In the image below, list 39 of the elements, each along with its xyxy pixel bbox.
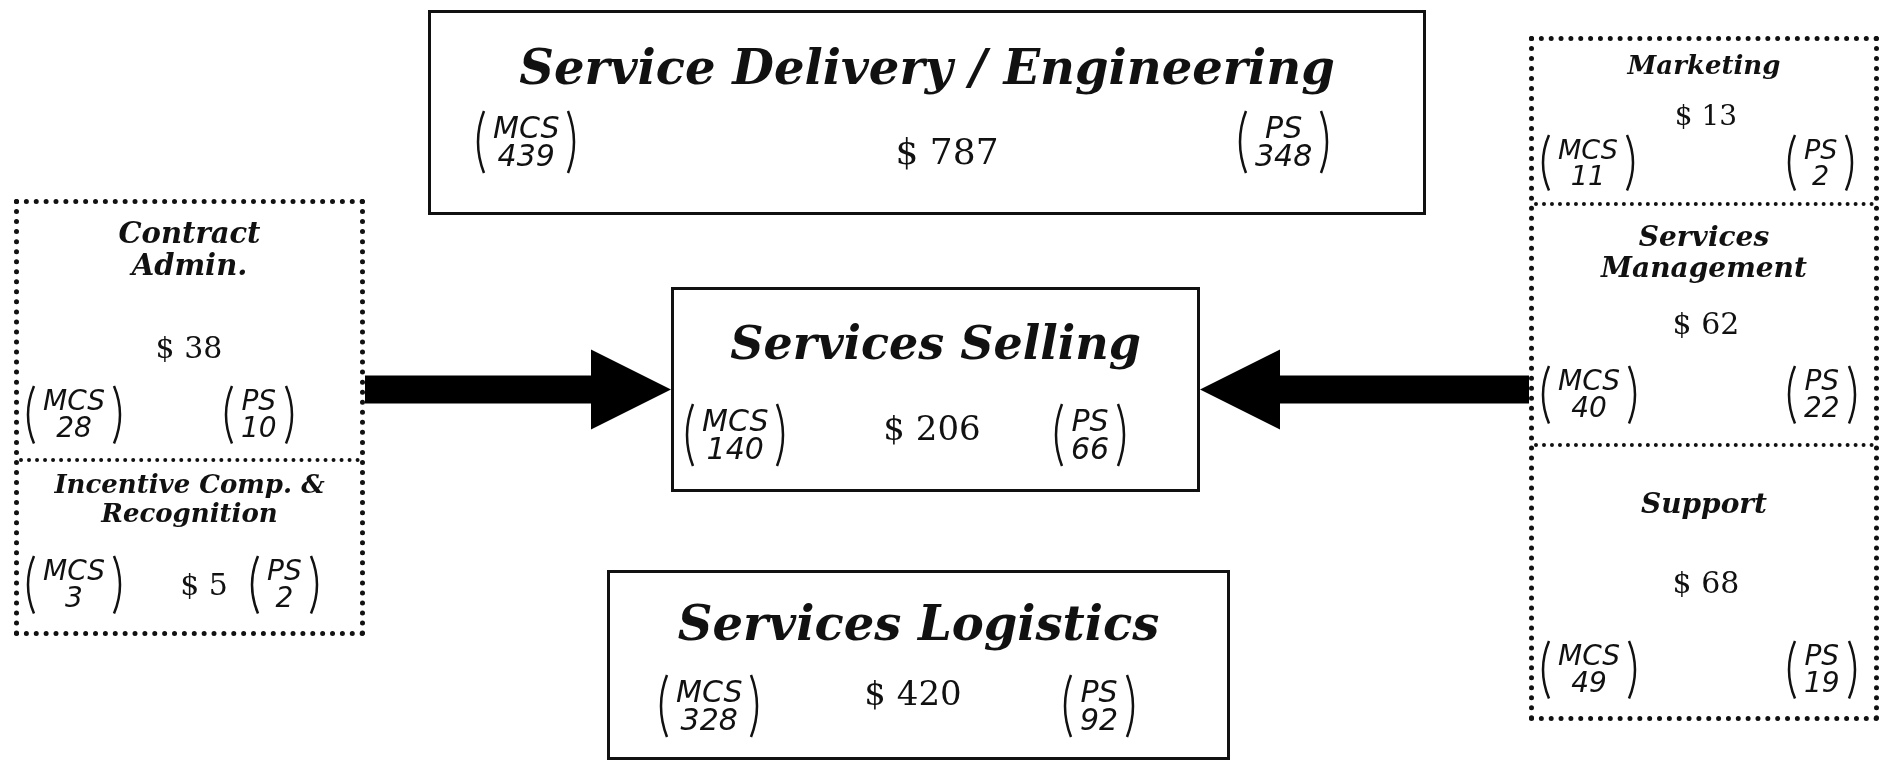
cost-split: MCS 3	[43, 558, 105, 612]
dashed-group-box	[1529, 36, 1879, 721]
cost-amount: $ 62	[1672, 306, 1740, 341]
cost-split: PS 19	[1804, 643, 1840, 697]
cost-box	[428, 10, 1426, 215]
cost-amount: $ 206	[883, 408, 981, 448]
cost-amount: $ 5	[180, 567, 228, 602]
cost-split: PS 2	[267, 558, 302, 612]
block-arrow	[365, 349, 671, 430]
cost-split: MCS 49	[1558, 643, 1620, 697]
cost-split: MCS 11	[1558, 137, 1618, 189]
box-title: Services Selling	[729, 318, 1142, 369]
cost-box	[671, 287, 1200, 492]
cost-split: PS 66	[1071, 406, 1110, 464]
cost-split: MCS 140	[702, 406, 769, 464]
cost-amount: $ 13	[1674, 99, 1738, 132]
cost-amount: $ 787	[895, 131, 999, 172]
box-title: Services Management	[1599, 222, 1808, 284]
dashed-group-box	[14, 199, 365, 636]
cost-split: PS 22	[1804, 368, 1840, 422]
cost-box	[607, 570, 1230, 760]
box-title: Contract Admin.	[117, 218, 262, 282]
box-title: Service Delivery / Engineering	[518, 41, 1336, 94]
cost-split: PS 2	[1804, 137, 1838, 189]
box-title: Incentive Comp. & Recognition	[53, 470, 326, 528]
cost-split: PS 10	[241, 388, 277, 442]
box-title: Services Logistics	[676, 597, 1161, 650]
box-title: Support	[1639, 489, 1769, 520]
cost-split: MCS 328	[676, 677, 743, 735]
cost-split: MCS 28	[43, 388, 105, 442]
cost-split: PS 348	[1255, 113, 1313, 171]
cost-split: MCS 40	[1558, 368, 1620, 422]
cost-amount: $ 68	[1672, 565, 1740, 600]
cost-split: PS 92	[1080, 677, 1119, 735]
box-title: Marketing	[1626, 51, 1782, 80]
cost-amount: $ 420	[864, 673, 962, 713]
cost-split: MCS 439	[493, 113, 560, 171]
cost-amount: $ 38	[155, 330, 223, 365]
block-arrow	[1200, 349, 1529, 430]
